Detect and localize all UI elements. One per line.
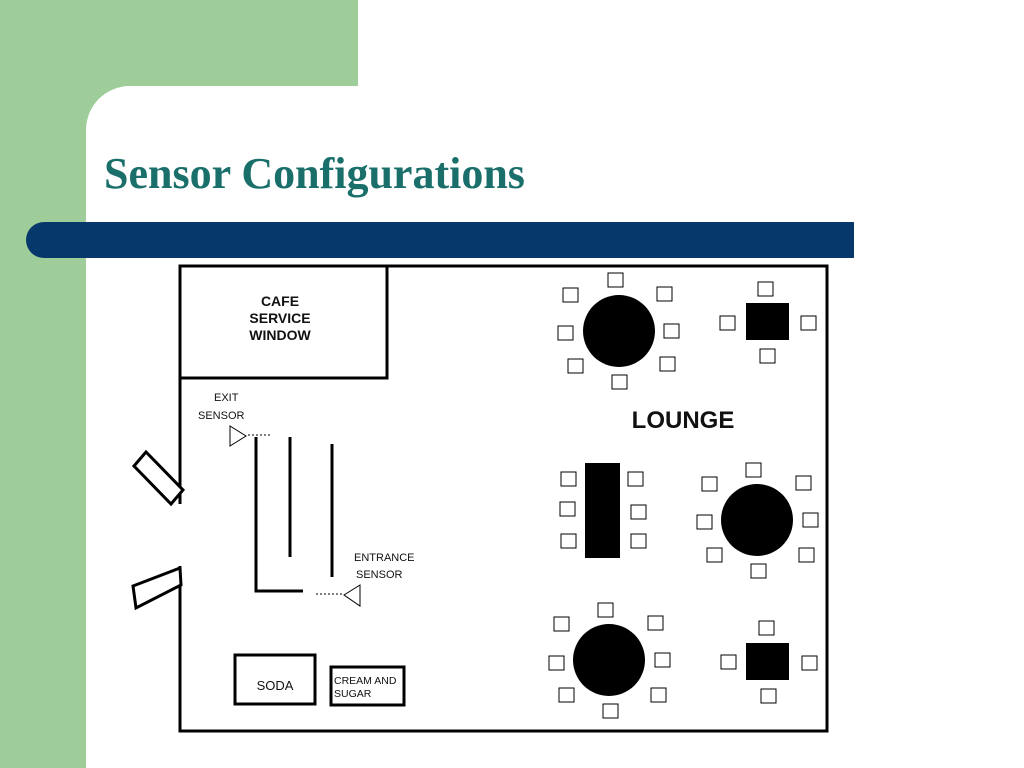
lounge-label: LOUNGE bbox=[632, 407, 735, 434]
chair bbox=[630, 533, 647, 549]
lounge-tables bbox=[573, 295, 793, 696]
lounge-chairs bbox=[548, 272, 819, 719]
chair bbox=[795, 475, 812, 491]
entry-doors bbox=[131, 449, 186, 611]
exit-sensor-label-line1: EXIT bbox=[214, 392, 239, 404]
cafe-service-window bbox=[178, 264, 389, 380]
lower-door bbox=[131, 565, 183, 611]
chair bbox=[760, 688, 777, 704]
chair bbox=[663, 323, 680, 339]
entrance-sensor-icon bbox=[343, 584, 361, 607]
cafe-window-label-line3: WINDOW bbox=[249, 327, 311, 343]
chair bbox=[654, 652, 671, 668]
title-underline-bar bbox=[26, 222, 854, 258]
chair bbox=[759, 348, 776, 364]
upper-door bbox=[131, 449, 186, 507]
chair bbox=[750, 563, 767, 579]
cafe-window-label-line1: CAFE bbox=[261, 293, 299, 309]
chair bbox=[607, 272, 624, 288]
chair bbox=[597, 602, 614, 618]
cream-sugar-label-line2: SUGAR bbox=[334, 688, 372, 700]
chair bbox=[602, 703, 619, 719]
chair bbox=[802, 512, 819, 528]
cream-sugar-station bbox=[329, 665, 406, 707]
chair bbox=[553, 616, 570, 632]
chair bbox=[627, 471, 644, 487]
chair bbox=[557, 325, 574, 341]
square-table-top-right bbox=[746, 303, 789, 340]
chair bbox=[801, 655, 818, 671]
chair bbox=[560, 471, 577, 487]
chair bbox=[562, 287, 579, 303]
square-table-bottom-right bbox=[746, 643, 789, 680]
chair bbox=[630, 504, 647, 520]
chair bbox=[745, 462, 762, 478]
soda-label: SODA bbox=[257, 678, 294, 693]
entrance-sensor-label-line1: ENTRANCE bbox=[354, 552, 415, 564]
chair bbox=[656, 286, 673, 302]
round-table-top-left bbox=[583, 295, 655, 367]
cafe-floor-plan: CAFE SERVICE WINDOW EXIT SENSOR ENTRANCE… bbox=[131, 264, 829, 733]
chair bbox=[758, 620, 775, 636]
queue-rails bbox=[254, 437, 334, 593]
round-table-middle-right bbox=[721, 484, 793, 556]
chair bbox=[567, 358, 584, 374]
slide-title: Sensor Configurations bbox=[104, 149, 525, 198]
chair bbox=[548, 655, 565, 671]
round-table-bottom bbox=[573, 624, 645, 696]
cafe-window-label-line2: SERVICE bbox=[249, 310, 310, 326]
chair bbox=[560, 533, 577, 549]
exit-sensor-label-line2: SENSOR bbox=[198, 410, 245, 422]
chair bbox=[719, 315, 736, 331]
long-table-middle bbox=[585, 463, 620, 558]
chair bbox=[701, 476, 718, 492]
chair bbox=[659, 356, 676, 372]
chair bbox=[757, 281, 774, 297]
exit-sensor-icon bbox=[229, 425, 247, 447]
chair bbox=[559, 501, 576, 517]
chair bbox=[647, 615, 664, 631]
chair bbox=[611, 374, 628, 390]
entrance-sensor-label-line2: SENSOR bbox=[356, 569, 403, 581]
chair bbox=[558, 687, 575, 703]
chair bbox=[650, 687, 667, 703]
chair bbox=[706, 547, 723, 563]
soda-machine bbox=[233, 653, 317, 706]
chair bbox=[720, 654, 737, 670]
cream-sugar-label-line1: CREAM AND bbox=[334, 675, 397, 687]
chair bbox=[696, 514, 713, 530]
chair bbox=[800, 315, 817, 331]
chair bbox=[798, 547, 815, 563]
